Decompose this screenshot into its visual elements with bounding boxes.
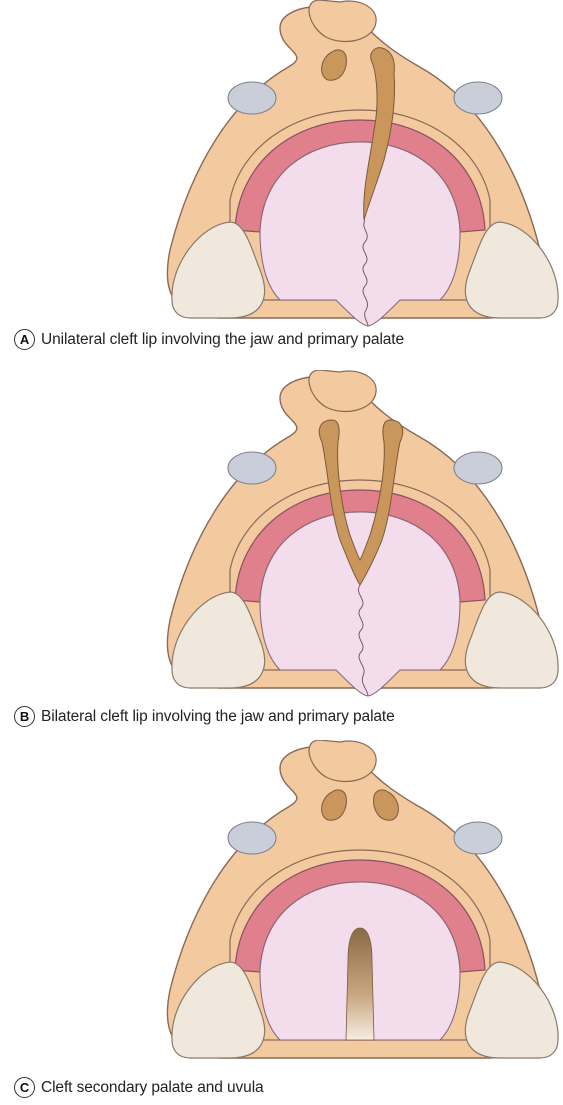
- left-nostril-pad: [228, 822, 276, 854]
- label-a: A: [14, 329, 35, 350]
- caption-b-text: Bilateral cleft lip involving the jaw an…: [41, 708, 395, 726]
- palate: [260, 142, 460, 326]
- left-nostril-pad: [228, 82, 276, 114]
- label-b: B: [14, 706, 35, 727]
- secondary-palate-cleft-illustration: [160, 740, 563, 1070]
- right-nostril-pad: [454, 82, 502, 114]
- caption-a-text: Unilateral cleft lip involving the jaw a…: [41, 331, 404, 349]
- label-c: C: [14, 1077, 35, 1098]
- palate: [260, 512, 460, 696]
- panel-a: A Unilateral cleft lip involving the jaw…: [0, 0, 563, 370]
- left-nostril-pad: [228, 452, 276, 484]
- unilateral-cleft-illustration: [160, 0, 563, 340]
- right-nostril-pad: [454, 822, 502, 854]
- bilateral-cleft-illustration: [160, 370, 563, 710]
- caption-c: C Cleft secondary palate and uvula: [14, 1077, 264, 1098]
- caption-b: B Bilateral cleft lip involving the jaw …: [14, 706, 395, 727]
- cleft: [346, 928, 374, 1040]
- caption-a: A Unilateral cleft lip involving the jaw…: [14, 329, 404, 350]
- panel-c: C Cleft secondary palate and uvula: [0, 740, 563, 1105]
- panel-b: B Bilateral cleft lip involving the jaw …: [0, 370, 563, 740]
- caption-c-text: Cleft secondary palate and uvula: [41, 1079, 264, 1097]
- right-nostril-pad: [454, 452, 502, 484]
